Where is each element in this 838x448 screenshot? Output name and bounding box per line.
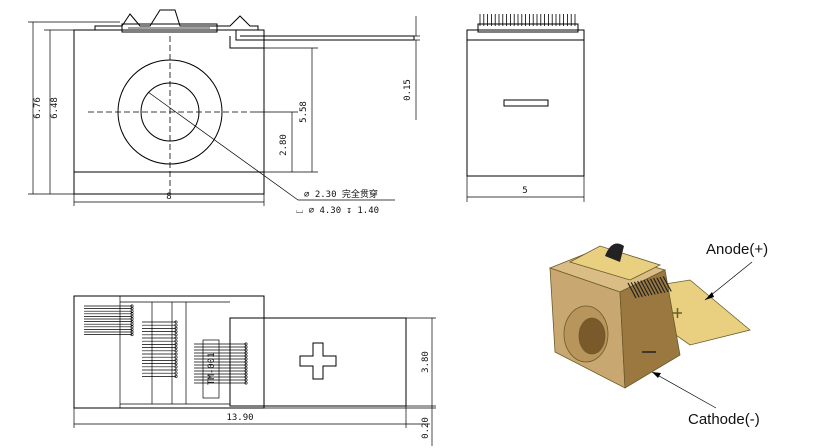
pin-end [174, 362, 178, 366]
dim-hole-center: 2.80 [254, 111, 298, 172]
svg-text:8: 8 [166, 192, 171, 202]
svg-text:6.48: 6.48 [50, 97, 60, 119]
dim-width: 8 [73, 192, 265, 206]
pin-end [174, 358, 178, 362]
pin-end [174, 336, 178, 340]
pin-end [244, 348, 248, 352]
pin-end [174, 349, 178, 353]
pin-end [174, 342, 178, 346]
side-view: 5 [466, 14, 585, 202]
front-view-pins [84, 304, 248, 385]
iso-spring-clip [605, 243, 624, 262]
iso-view: Anode(+) Cathode(-) [548, 241, 768, 428]
pin-end [174, 368, 178, 372]
dim-tab-thickness: 0.15 [403, 16, 420, 120]
pin-end [174, 326, 178, 330]
pin-end [244, 345, 248, 349]
side-view-slot [503, 99, 549, 107]
hole-leader [147, 91, 299, 201]
front-view-tab [229, 317, 407, 407]
iso-pin [640, 280, 650, 296]
iso-gold-top [568, 245, 662, 281]
pin-end [174, 374, 178, 378]
iso-hole-inner [578, 317, 606, 355]
tab-plus-symbol [299, 342, 337, 380]
svg-text:0.20: 0.20 [421, 417, 431, 439]
pin-end [244, 357, 248, 361]
iso-pin [662, 276, 672, 292]
iso-pin [637, 280, 647, 297]
pin-end [174, 355, 178, 359]
pin-end [244, 369, 248, 373]
counterbore-note: ⌴ ∅ 4.30 ↧ 1.40 [296, 206, 379, 216]
cathode-leader [651, 371, 717, 409]
dim-length: 13.90 [73, 406, 430, 428]
pin-end [174, 371, 178, 375]
iso-pin [627, 282, 637, 299]
iso-plus-mark [673, 308, 682, 318]
svg-text:13.90: 13.90 [226, 413, 253, 423]
side-view-body [466, 29, 585, 177]
pin-end [174, 333, 178, 337]
cathode-label: Cathode(-) [688, 411, 760, 428]
pin-end [244, 342, 248, 346]
iso-pin [643, 279, 653, 296]
pin-end [244, 363, 248, 367]
iso-pin [649, 278, 659, 295]
pin-end [244, 378, 248, 382]
dim-side-width: 5 [466, 176, 585, 202]
top-view-clip [94, 9, 259, 33]
front-view: TM-001 13.90 3.80 0.20 [73, 295, 436, 446]
pin-end [244, 372, 248, 376]
dim-hole-span: 5.58 [264, 47, 318, 173]
pin-end [244, 354, 248, 358]
svg-text:5.58: 5.58 [299, 101, 309, 123]
svg-text:0.15: 0.15 [403, 79, 413, 101]
svg-text:2.80: 2.80 [279, 134, 289, 156]
iso-block-right [619, 269, 681, 389]
iso-contact-pins [627, 276, 672, 299]
pin-end [244, 351, 248, 355]
pin-end [174, 320, 178, 324]
dim-tab-offset: 0.20 [264, 406, 436, 446]
anode-leader [704, 261, 753, 301]
pin-end [130, 333, 134, 337]
pin-end [244, 360, 248, 364]
dim-height-inner: 6.48 [44, 29, 74, 194]
part-mark: TM-001 [207, 352, 217, 385]
pin-end [244, 381, 248, 385]
pin-end [174, 346, 178, 350]
top-view-tab [229, 30, 415, 49]
svg-text:6.76: 6.76 [33, 97, 43, 119]
iso-pin [646, 279, 656, 295]
pin-end [244, 366, 248, 370]
pin-end [174, 352, 178, 356]
side-view-pins [477, 14, 579, 33]
iso-pin [659, 276, 669, 293]
dim-tab-height: 3.80 [406, 317, 436, 407]
pin-end [244, 375, 248, 379]
dim-height-outer: 6.76 [28, 21, 120, 195]
svg-text:5: 5 [522, 186, 527, 196]
pin-end [174, 323, 178, 327]
iso-pin [633, 281, 643, 298]
pin-end [174, 339, 178, 343]
iso-pin [630, 282, 640, 298]
iso-pin [653, 277, 663, 294]
svg-text:3.80: 3.80 [421, 351, 431, 373]
anode-label: Anode(+) [706, 241, 768, 258]
top-view: ∅ 2.30 完全贯穿 ⌴ ∅ 4.30 ↧ 1.40 6.76 6.48 8 [28, 9, 420, 216]
pin-end [174, 365, 178, 369]
pin-end [174, 330, 178, 334]
hole-through-note: ∅ 2.30 完全贯穿 [304, 188, 378, 200]
iso-pin [656, 277, 666, 293]
front-view-body [73, 295, 265, 409]
